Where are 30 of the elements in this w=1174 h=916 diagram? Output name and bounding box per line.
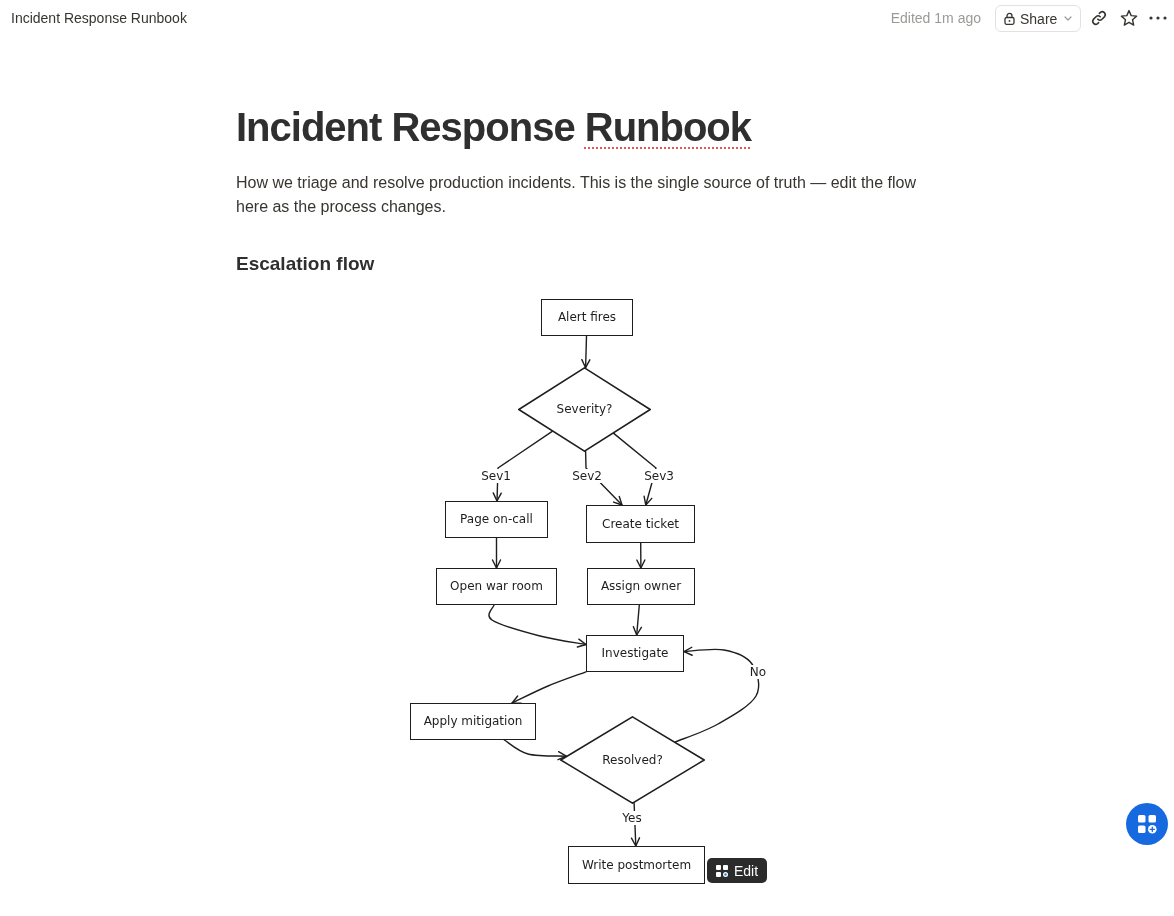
- process-box: Alert fires: [541, 299, 633, 336]
- edge-label: Sev2: [570, 469, 604, 483]
- process-box: Open war room: [436, 568, 557, 605]
- process-box: Apply mitigation: [410, 703, 536, 740]
- decision-diamond: Resolved?: [560, 716, 705, 804]
- share-button: Share: [995, 5, 1082, 32]
- process-box: Write postmortem: [568, 846, 705, 884]
- process-box: Page on-call: [445, 501, 548, 538]
- arrow: [674, 646, 760, 743]
- edge-label: Sev1: [479, 469, 513, 483]
- process-box: Create ticket: [586, 505, 695, 543]
- arrow: [511, 671, 587, 704]
- arrow: [491, 537, 502, 569]
- process-box: Investigate: [586, 635, 684, 672]
- arrow: [581, 335, 591, 369]
- arrow: [636, 542, 646, 569]
- arrow: [503, 739, 567, 761]
- edit-button: Edit: [707, 858, 768, 883]
- edit-status: Edited 1m ago: [890, 9, 981, 27]
- section-heading: Escalation flow: [236, 252, 375, 276]
- decision-diamond: Severity?: [518, 367, 651, 452]
- intro-paragraph: How we triage and resolve production incidents. This is the single source of truth — edit the flow here as the process changes.: [236, 173, 918, 217]
- edge-label: Sev3: [642, 469, 676, 483]
- breadcrumb: Incident Response Runbook: [11, 9, 187, 27]
- edge-label: Yes: [620, 811, 644, 825]
- page-title: Incident Response Runbook: [236, 104, 752, 151]
- process-box: Assign owner: [587, 568, 695, 605]
- arrow: [488, 604, 587, 648]
- arrow: [632, 604, 643, 636]
- edge-label: No: [747, 665, 769, 679]
